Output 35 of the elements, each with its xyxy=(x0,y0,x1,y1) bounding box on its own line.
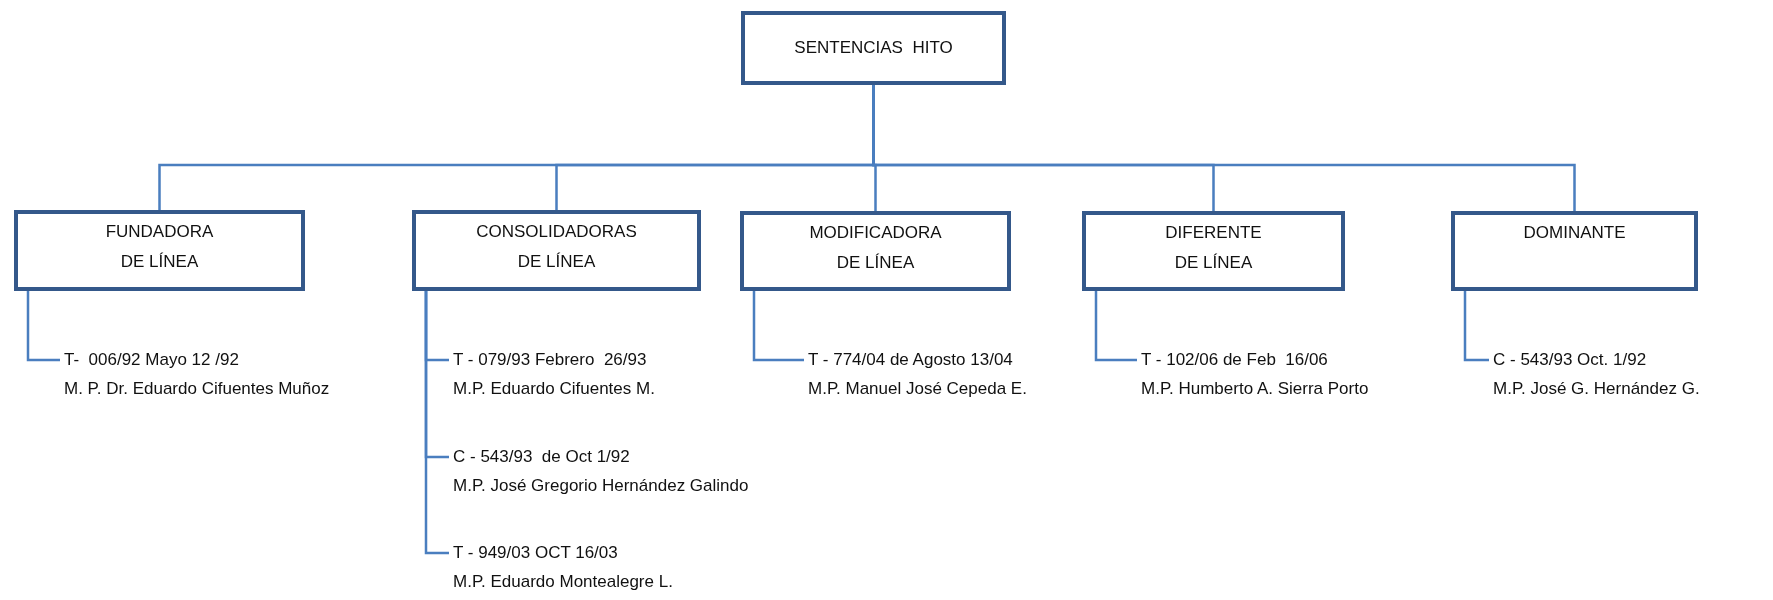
leader-line xyxy=(424,291,449,555)
category-box xyxy=(1451,211,1698,291)
category-label: DE LÍNEA xyxy=(120,252,199,272)
ruling-reference: T - 102/06 de Feb 16/06 xyxy=(1141,349,1329,371)
leader-line xyxy=(1094,291,1137,362)
magistrate-name: M. P. Dr. Eduardo Cifuentes Muñoz xyxy=(64,378,330,400)
category-label: DE LÍNEA xyxy=(836,253,915,273)
category-box xyxy=(1082,211,1345,291)
category-label: FUNDADORA xyxy=(105,222,214,242)
category-box xyxy=(14,210,305,291)
magistrate-name: M.P. Humberto A. Sierra Porto xyxy=(1141,378,1369,400)
category-label: DE LÍNEA xyxy=(517,252,596,272)
leader-line xyxy=(752,291,804,362)
ruling-reference: C - 543/93 de Oct 1/92 xyxy=(453,446,631,468)
magistrate-name: M.P. José G. Hernández G. xyxy=(1493,378,1700,400)
magistrate-name: M.P. Eduardo Cifuentes M. xyxy=(453,378,655,400)
title-label: SENTENCIAS HITO xyxy=(794,38,953,58)
ruling-reference: T - 949/03 OCT 16/03 xyxy=(453,542,619,564)
title-box xyxy=(741,11,1006,85)
category-box xyxy=(412,210,701,291)
ruling-reference: T - 079/93 Febrero 26/93 xyxy=(453,349,648,371)
magistrate-name: M.P. José Gregorio Hernández Galindo xyxy=(453,475,749,497)
category-label: DIFERENTE xyxy=(1165,223,1262,243)
magistrate-name: M.P. Manuel José Cepeda E. xyxy=(808,378,1027,400)
category-label: MODIFICADORA xyxy=(809,223,942,243)
category-label: CONSOLIDADORAS xyxy=(476,222,637,242)
leader-line xyxy=(26,291,60,362)
category-label: DE LÍNEA xyxy=(1174,253,1253,273)
category-box xyxy=(740,211,1011,291)
ruling-reference: T- 006/92 Mayo 12 /92 xyxy=(64,349,240,371)
category-label: DOMINANTE xyxy=(1523,223,1626,243)
magistrate-name: M.P. Eduardo Montealegre L. xyxy=(453,571,673,593)
ruling-reference: C - 543/93 Oct. 1/92 xyxy=(1493,349,1648,371)
leader-line xyxy=(1463,291,1489,362)
ruling-reference: T - 774/04 de Agosto 13/04 xyxy=(808,349,1014,371)
